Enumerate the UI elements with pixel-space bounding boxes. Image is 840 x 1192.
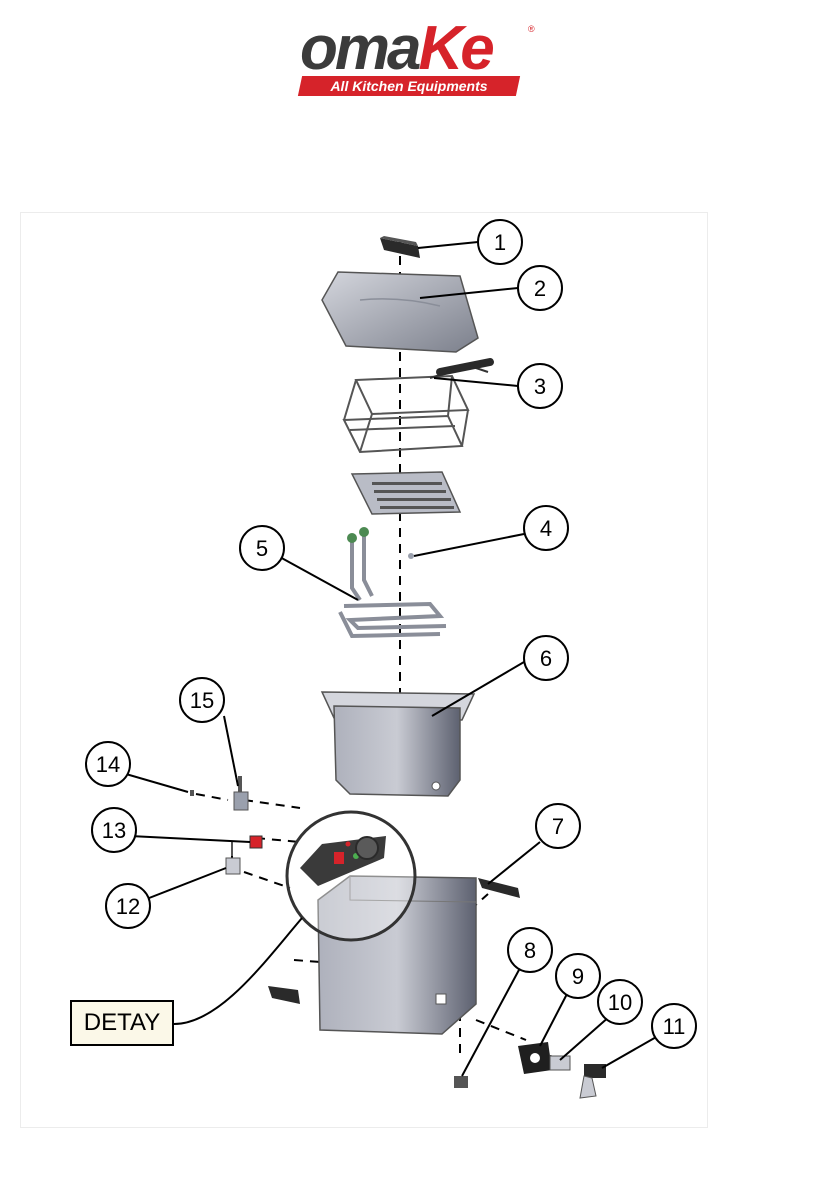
part-3-basket [344,362,490,452]
part-8-drain-nut [454,1076,468,1088]
callout-4: 4 [524,506,568,550]
svg-text:3: 3 [534,374,546,399]
svg-text:14: 14 [96,752,120,777]
svg-text:4: 4 [540,516,552,541]
detail-label: DETAY [72,1002,172,1044]
callout-3: 3 [518,364,562,408]
part-10-fitting [550,1056,570,1070]
callout-12: 12 [106,884,150,928]
callout-15: 15 [180,678,224,722]
callout-7: 7 [536,804,580,848]
svg-text:11: 11 [663,1014,686,1039]
callout-13: 13 [92,808,136,852]
svg-text:15: 15 [190,688,214,713]
svg-text:5: 5 [256,536,268,561]
part-2-lid [322,272,478,352]
part-5-heating-element [340,534,446,636]
svg-text:13: 13 [102,818,126,843]
part-6-oil-tank [322,692,474,796]
svg-text:9: 9 [572,964,584,989]
detail-circle [287,812,415,940]
svg-text:8: 8 [524,938,536,963]
svg-text:6: 6 [540,646,552,671]
callout-1: 1 [478,220,522,264]
svg-text:12: 12 [116,894,140,919]
left-side-handle [268,986,300,1004]
svg-text:1: 1 [494,230,506,255]
basket-support-grid [352,472,460,514]
part-4-screw [408,553,414,559]
callout-14: 14 [86,742,130,786]
callout-2: 2 [518,266,562,310]
callout-6: 6 [524,636,568,680]
detail-label-box: DETAY [70,1000,174,1046]
part-1-lid-handle [380,236,420,258]
callout-9: 9 [556,954,600,998]
callout-5: 5 [240,526,284,570]
part-11-drain-valve [580,1064,606,1098]
svg-text:7: 7 [552,814,564,839]
part-12-switch [226,842,240,874]
svg-text:2: 2 [534,276,546,301]
callout-8: 8 [508,928,552,972]
part-7-side-handle [478,878,520,898]
svg-text:10: 10 [608,990,632,1015]
part-14-pin [190,790,194,796]
callout-11: 11 [652,1004,696,1048]
part-13-signal-lamp [250,836,262,848]
callout-10: 10 [598,980,642,1024]
